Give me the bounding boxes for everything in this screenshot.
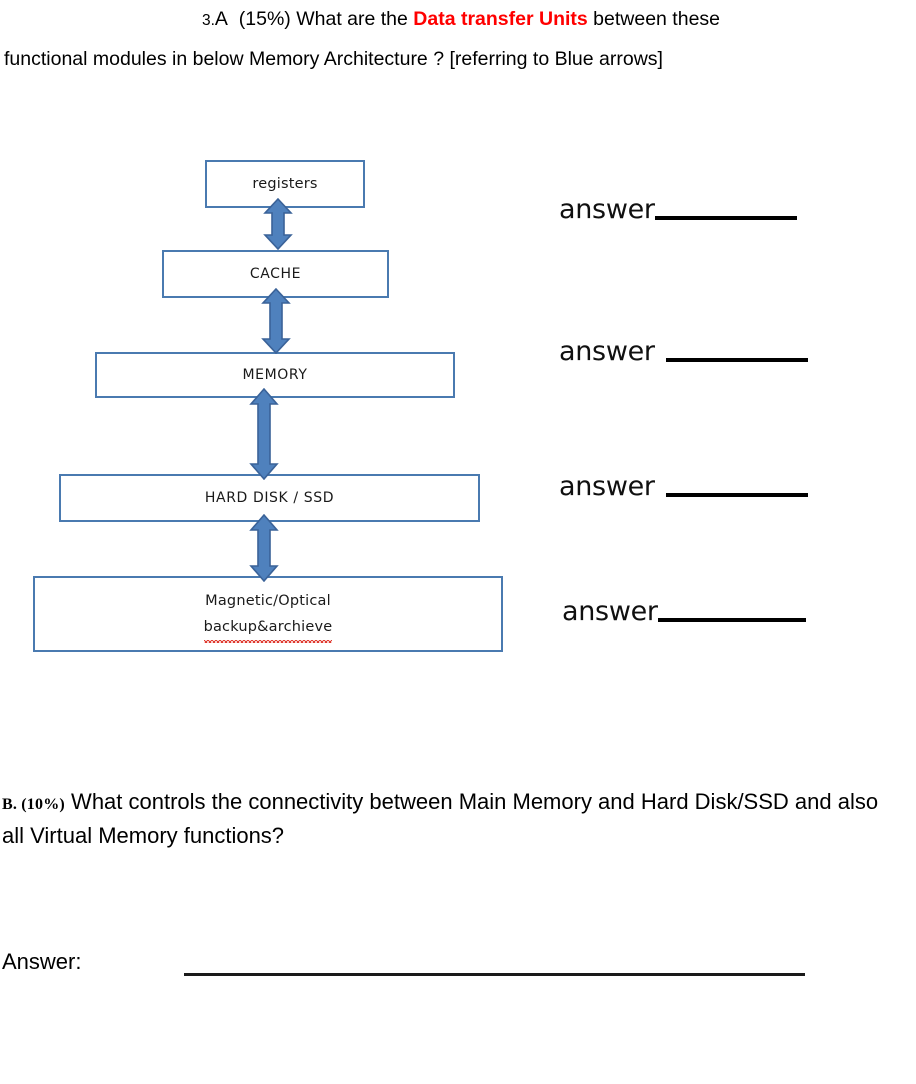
question-3a-line1: 3.A (15%) What are the Data transfer Uni…	[0, 0, 916, 40]
final-answer-row: Answer:	[2, 947, 912, 987]
question-3a-line2: functional modules in below Memory Archi…	[4, 48, 663, 70]
answer-blank-1[interactable]	[654, 216, 797, 220]
question-percent: (15%)	[238, 8, 291, 30]
data-transfer-units-emphasis: Data transfer Units	[413, 8, 588, 30]
answer-label-3: answer	[559, 471, 655, 502]
final-answer-blank[interactable]	[184, 973, 805, 976]
answer-blank-4[interactable]	[657, 618, 806, 622]
diagram-box-backup-label-line1: Magnetic/Optical	[205, 593, 331, 609]
answer-blank-3[interactable]	[665, 493, 808, 497]
memory-architecture-diagram: registers CACHE MEMORY HARD DISK / SSD M…	[0, 140, 916, 670]
answer-row-3: answer	[559, 473, 808, 500]
answer-label-1: answer	[559, 194, 655, 225]
question-b-block: B. (10%) What controls the connectivity …	[2, 786, 902, 851]
answer-label-4: answer	[562, 596, 658, 627]
cache-memory-arrow	[261, 288, 291, 354]
registers-cache-arrow	[263, 198, 293, 250]
diagram-box-magnetic-optical-backup: Magnetic/Optical backup&archieve	[33, 576, 503, 652]
answer-row-1: answer	[559, 196, 797, 223]
memory-harddisk-arrow	[249, 388, 279, 480]
answer-label-2: answer	[559, 336, 655, 367]
diagram-box-cache-label: CACHE	[249, 266, 302, 282]
question-b-text: What controls the connectivity between M…	[2, 789, 879, 848]
answer-row-2: answer	[559, 338, 808, 365]
question-letter: A	[214, 8, 228, 30]
final-answer-label: Answer:	[2, 949, 82, 974]
question-spacer	[228, 8, 239, 30]
diagram-box-hard-disk: HARD DISK / SSD	[59, 474, 480, 522]
answer-row-4: answer	[562, 598, 806, 625]
question-text-after: between these	[587, 8, 721, 30]
question-b-prefix: B. (10%)	[2, 796, 65, 813]
diagram-box-registers-label: registers	[252, 176, 318, 192]
answer-blank-2[interactable]	[665, 358, 808, 362]
harddisk-backup-arrow	[249, 514, 279, 582]
diagram-box-registers: registers	[205, 160, 365, 208]
diagram-box-backup-label-line2: backup&archieve	[203, 614, 333, 643]
question-text-before: What are the	[296, 8, 414, 30]
diagram-box-memory-label: MEMORY	[242, 367, 308, 383]
diagram-box-memory: MEMORY	[95, 352, 455, 398]
question-3a-heading: 3.A (15%) What are the Data transfer Uni…	[0, 0, 916, 78]
question-number: 3.	[201, 12, 215, 29]
diagram-box-hard-disk-label: HARD DISK / SSD	[204, 490, 335, 506]
